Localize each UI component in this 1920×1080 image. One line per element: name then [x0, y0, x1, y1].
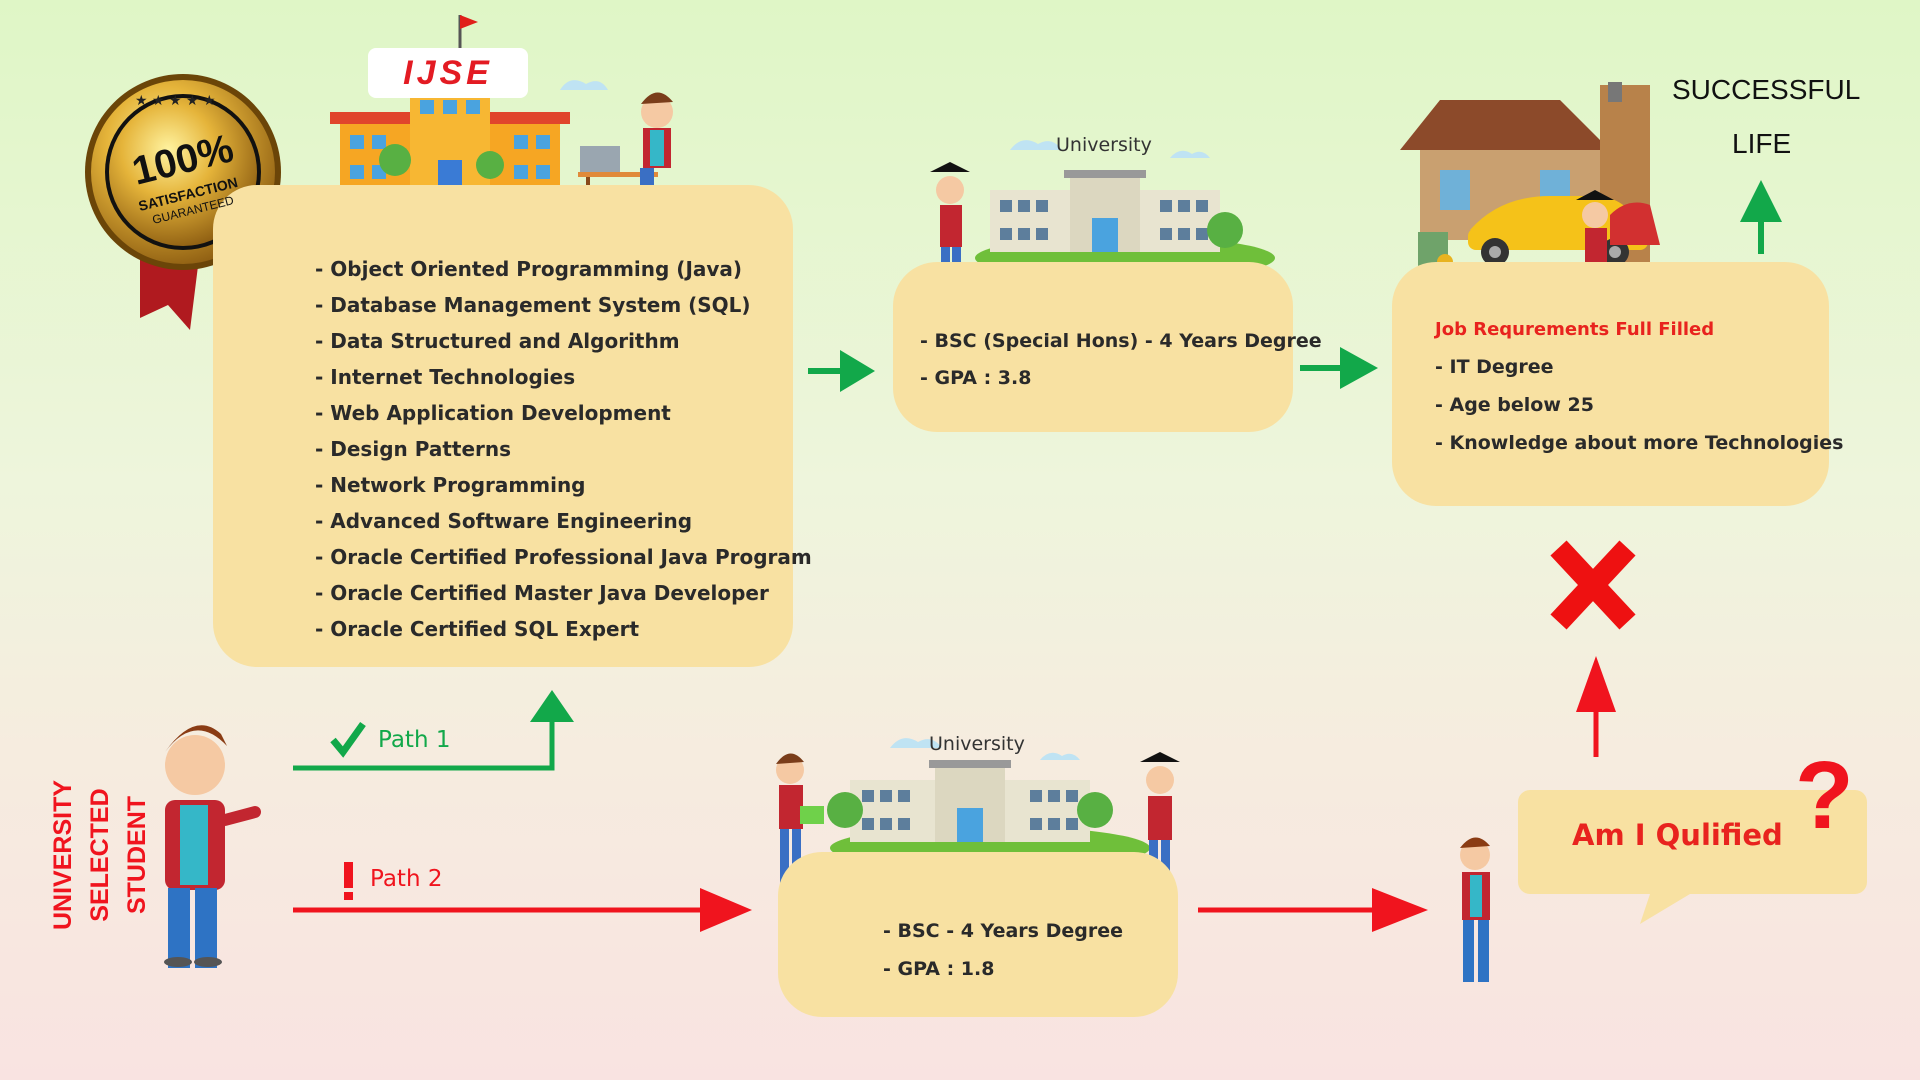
- university-top-label: University: [1056, 134, 1152, 156]
- speech-bubble-icon: [1518, 790, 1867, 924]
- success-line2: LIFE: [1732, 128, 1792, 159]
- ijse-subjects-box: - Object Oriented Programming (Java) - D…: [213, 185, 812, 667]
- arrow-success-up-icon: [1740, 180, 1782, 254]
- path1-label: Path 1: [378, 727, 451, 753]
- arrow-university-to-student-icon: [1198, 888, 1428, 932]
- subject-item: - Database Management System (SQL): [315, 293, 751, 317]
- success-line1: SUCCESSFUL: [1672, 74, 1861, 105]
- gpa-item: - GPA : 1.8: [883, 958, 995, 980]
- university-bottom-box: - BSC - 4 Years Degree - GPA : 1.8: [778, 852, 1178, 1017]
- subject-item: - Oracle Certified Master Java Developer: [315, 581, 769, 605]
- degree-item: - BSC (Special Hons) - 4 Years Degree: [920, 330, 1322, 352]
- subject-item: - Web Application Development: [315, 401, 671, 425]
- svg-text:★ ★ ★ ★ ★: ★ ★ ★ ★ ★: [135, 93, 216, 109]
- job-item: - IT Degree: [1435, 356, 1554, 378]
- student-label-line2: STUDENT: [123, 795, 151, 915]
- checkmark-icon: [330, 721, 366, 758]
- subject-item: - Data Structured and Algorithm: [315, 329, 680, 353]
- path2-label: Path 2: [370, 866, 443, 892]
- subject-item: - Network Programming: [315, 473, 586, 497]
- subject-item: - Oracle Certified SQL Expert: [315, 617, 640, 641]
- degree-item: - BSC - 4 Years Degree: [883, 920, 1123, 942]
- path2-arrow-icon: [293, 888, 752, 932]
- red-cross-icon: [1550, 540, 1636, 630]
- gpa-item: - GPA : 3.8: [920, 367, 1032, 389]
- exclamation-icon: [344, 862, 353, 900]
- job-item: - Age below 25: [1435, 394, 1594, 416]
- job-requirements-title: Job Requrements Full Filled: [1435, 319, 1715, 340]
- subject-item: - Advanced Software Engineering: [315, 509, 693, 533]
- arrow-red-up-icon: [1576, 656, 1616, 757]
- question-mark-icon: ?: [1795, 742, 1854, 849]
- student-label-line1: UNIVERSITY SELECTED: [49, 779, 114, 931]
- path1-arrowhead-icon: [530, 690, 574, 722]
- subject-item: - Design Patterns: [315, 437, 512, 461]
- subject-item: - Internet Technologies: [315, 365, 576, 389]
- job-requirements-box: Job Requrements Full Filled - IT Degree …: [1392, 262, 1843, 506]
- arrow-ijse-to-university-icon: [808, 350, 875, 392]
- university-top-box: - BSC (Special Hons) - 4 Years Degree - …: [893, 262, 1322, 432]
- subject-item: - Oracle Certified Professional Java Pro…: [315, 545, 812, 569]
- university-building-bottom-icon: [776, 738, 1180, 890]
- path1-arrow-icon: [293, 722, 555, 771]
- student-label: UNIVERSITY SELECTED STUDENT: [45, 715, 156, 995]
- job-item: - Knowledge about more Technologies: [1435, 432, 1844, 454]
- question-text: Am I Qulified: [1572, 818, 1783, 852]
- selected-student-icon: [164, 725, 261, 968]
- subject-item: - Object Oriented Programming (Java): [315, 257, 743, 281]
- university-bottom-label: University: [929, 733, 1025, 755]
- ijse-logo: IJSE: [403, 54, 493, 92]
- questioning-student-icon: [1460, 837, 1490, 982]
- arrow-university-to-job-icon: [1300, 347, 1378, 389]
